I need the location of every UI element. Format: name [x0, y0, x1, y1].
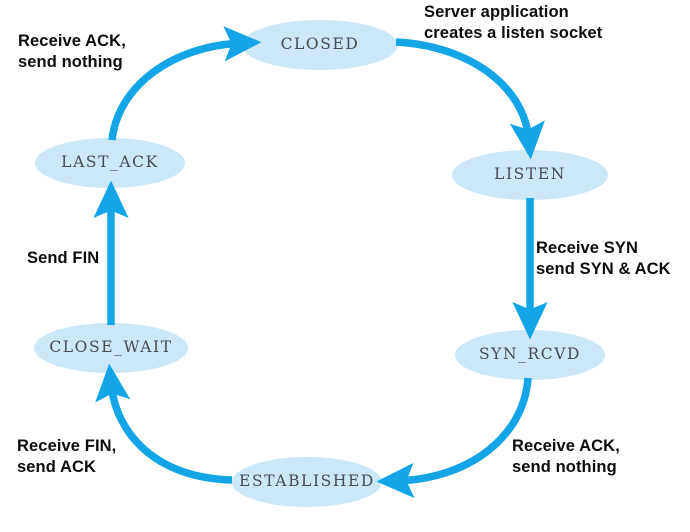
- state-ellipse-syn-rcvd[interactable]: [455, 330, 605, 380]
- state-label-closed: CLOSED: [280, 35, 360, 54]
- state-ellipse-established[interactable]: [232, 457, 382, 507]
- state-label-last-ack: LAST_ACK: [61, 153, 159, 172]
- state-ellipse-last-ack[interactable]: [35, 138, 185, 188]
- state-node-closed[interactable]: CLOSED: [242, 20, 398, 70]
- state-node-close-wait[interactable]: CLOSE_WAIT: [34, 323, 188, 373]
- state-ellipses: [34, 20, 608, 507]
- transition-label-last-ack-to-closed: Receive ACK, send nothing: [18, 32, 126, 72]
- state-ellipse-listen[interactable]: [452, 150, 608, 200]
- arrow-closed-to-listen: [395, 38, 545, 160]
- transition-label-syn-rcvd-to-established: Receive ACK, send nothing: [512, 437, 620, 477]
- state-node-listen[interactable]: LISTEN: [452, 150, 608, 200]
- arrow-syn-rcvd-to-established: [376, 377, 532, 499]
- arrow-established-to-close-wait: [95, 363, 233, 484]
- state-label-listen: LISTEN: [494, 165, 566, 184]
- transition-label-close-wait-to-last-ack: Send FIN: [27, 249, 100, 267]
- transition-label-listen-to-syn-rcvd: Receive SYN send SYN & ACK: [536, 239, 671, 279]
- state-ellipse-close-wait[interactable]: [34, 323, 188, 373]
- state-node-syn-rcvd[interactable]: SYN_RCVD: [455, 330, 605, 380]
- state-node-last-ack[interactable]: LAST_ACK: [35, 138, 185, 188]
- state-node-established[interactable]: ESTABLISHED: [232, 457, 382, 507]
- state-label-established: ESTABLISHED: [239, 472, 375, 491]
- transition-label-established-to-close-wait: Receive FIN, send ACK: [17, 437, 117, 477]
- state-ellipse-closed[interactable]: [242, 20, 398, 70]
- arrow-last-ack-to-closed: [108, 26, 262, 141]
- transition-arrows: [93, 26, 548, 499]
- transition-label-closed-to-listen: Server application creates a listen sock…: [424, 3, 603, 43]
- state-label-syn-rcvd: SYN_RCVD: [478, 345, 582, 364]
- state-label-close-wait: CLOSE_WAIT: [49, 338, 173, 357]
